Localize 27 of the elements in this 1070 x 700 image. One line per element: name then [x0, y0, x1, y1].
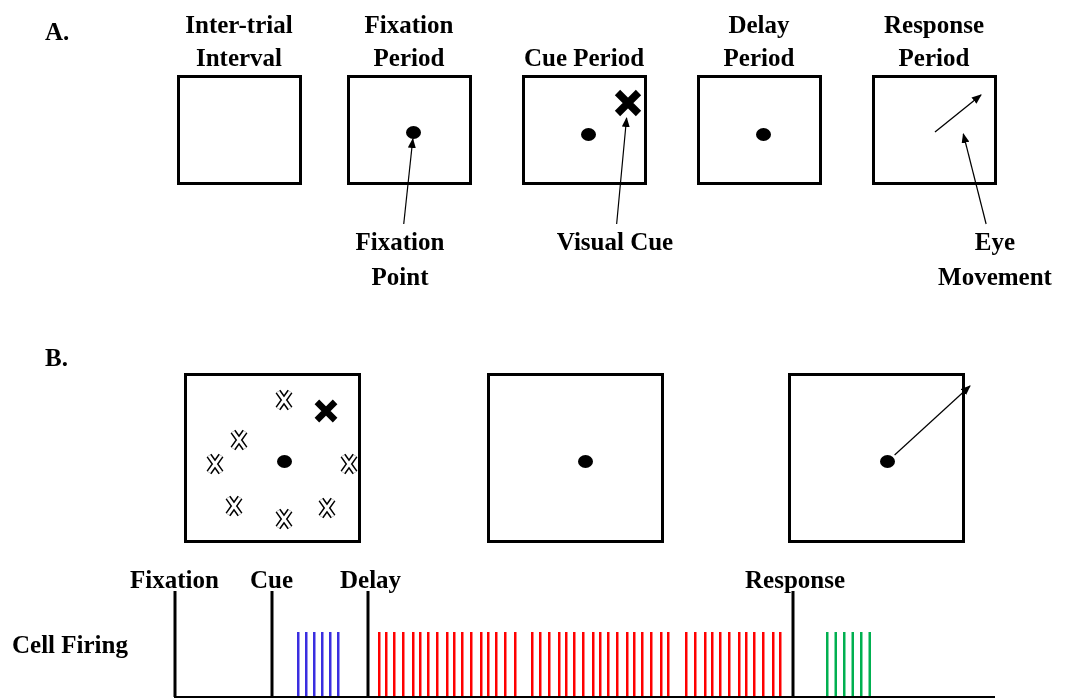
- fixation-dot: [581, 128, 596, 141]
- fixation-dot: [880, 455, 895, 468]
- period-title: Fixation Period: [363, 9, 455, 74]
- leader-line: [616, 117, 630, 225]
- fixation-dot: [277, 455, 292, 468]
- panel-letter: B.: [45, 343, 68, 373]
- event-label: Response: [745, 565, 845, 595]
- fixation-dot: [756, 128, 771, 141]
- event-label: Fixation: [130, 565, 219, 595]
- callout-label: Fixation Point: [335, 224, 465, 294]
- period-title: Response Period: [883, 9, 985, 74]
- event-label: Delay: [340, 565, 402, 595]
- period-title: Delay Period: [722, 9, 796, 74]
- period-title: Cue Period: [522, 43, 646, 74]
- fixation-dot: [578, 455, 593, 468]
- saccade-arrow: [894, 385, 971, 456]
- panel-letter: A.: [45, 17, 70, 47]
- event-label: Cue: [250, 565, 294, 595]
- callout-label: Eye Movement: [920, 224, 1070, 294]
- callout-label: Visual Cue: [555, 224, 675, 259]
- row-label: Cell Firing: [12, 630, 128, 660]
- leader-line: [961, 133, 987, 225]
- fixation-dot: [406, 126, 421, 139]
- leader-line: [403, 138, 416, 225]
- eye-movement-arrow: [933, 92, 983, 134]
- period-title: Inter-trial Interval: [184, 9, 294, 74]
- cross-icon: [613, 88, 643, 118]
